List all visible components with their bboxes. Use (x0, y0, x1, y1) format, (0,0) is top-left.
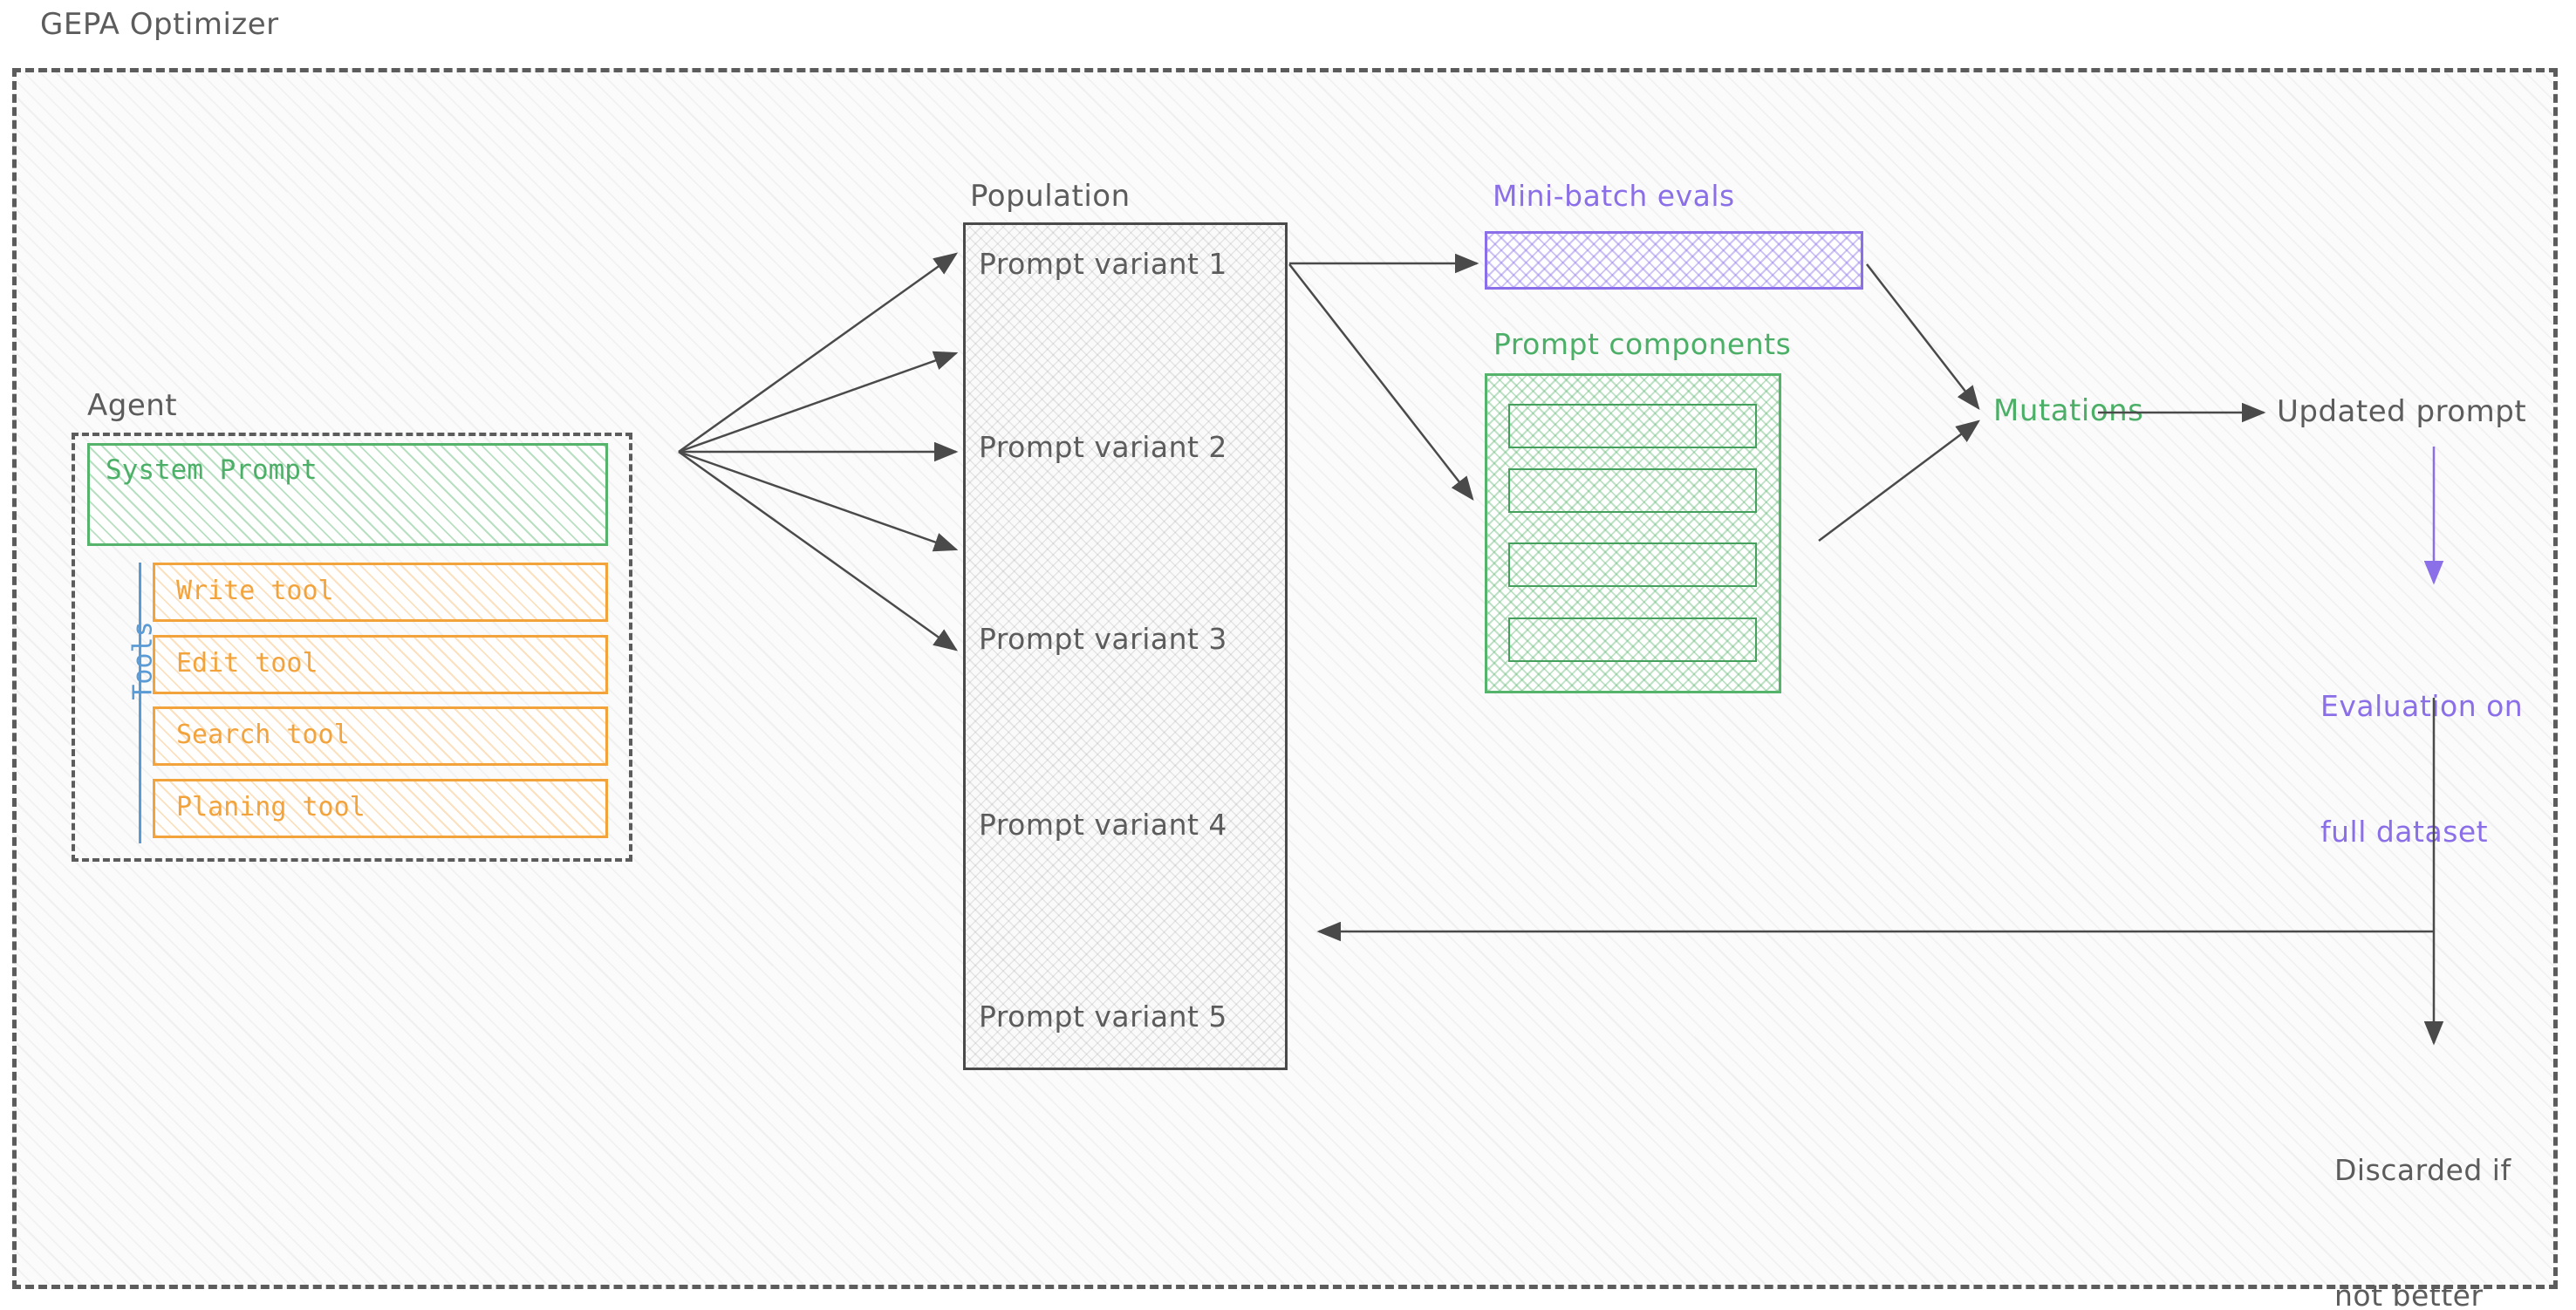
evaluation-on-full-dataset-label: Evaluation on full dataset (2320, 602, 2523, 937)
minibatch-evals-box (1485, 231, 1863, 290)
population-box (963, 222, 1288, 1070)
prompt-variant-1[interactable]: Prompt variant 1 (979, 247, 1227, 281)
population-label: Population (970, 179, 1131, 214)
tool-box-search[interactable]: Search tool (153, 706, 608, 766)
updated-prompt-label: Updated prompt (2277, 394, 2527, 429)
tool-box-write[interactable]: Write tool (153, 563, 608, 622)
tools-rail (139, 563, 141, 843)
tool-box-edit[interactable]: Edit tool (153, 635, 608, 694)
minibatch-evals-label: Mini-batch evals (1493, 179, 1735, 213)
discarded-line-2: not better (2334, 1279, 2484, 1310)
mutations-label: Mutations (1993, 393, 2144, 428)
tool-label: Edit tool (176, 648, 318, 679)
agent-box (72, 433, 632, 862)
evaluation-line-2: full dataset (2320, 815, 2489, 849)
tool-label: Search tool (176, 720, 350, 750)
agent-label: Agent (87, 388, 178, 423)
component-bar (1508, 468, 1757, 513)
discarded-if-not-better-label: Discarded if not better (2334, 1066, 2511, 1310)
tool-box-planing[interactable]: Planing tool (153, 779, 608, 838)
system-prompt-label: System Prompt (106, 454, 318, 486)
tool-label: Planing tool (176, 792, 366, 822)
component-bar (1508, 404, 1757, 448)
prompt-components-box (1485, 373, 1781, 693)
prompt-variant-5[interactable]: Prompt variant 5 (979, 1000, 1227, 1034)
prompt-components-label: Prompt components (1493, 327, 1792, 361)
prompt-variant-2[interactable]: Prompt variant 2 (979, 430, 1227, 464)
evaluation-line-1: Evaluation on (2320, 689, 2524, 723)
component-bar (1508, 617, 1757, 662)
page-title: GEPA Optimizer (40, 7, 279, 42)
system-prompt-box: System Prompt (87, 443, 608, 546)
component-bar (1508, 542, 1757, 587)
prompt-variant-4[interactable]: Prompt variant 4 (979, 808, 1227, 842)
tool-label: Write tool (176, 576, 334, 606)
prompt-variant-3[interactable]: Prompt variant 3 (979, 622, 1227, 656)
discarded-line-1: Discarded if (2334, 1153, 2511, 1187)
